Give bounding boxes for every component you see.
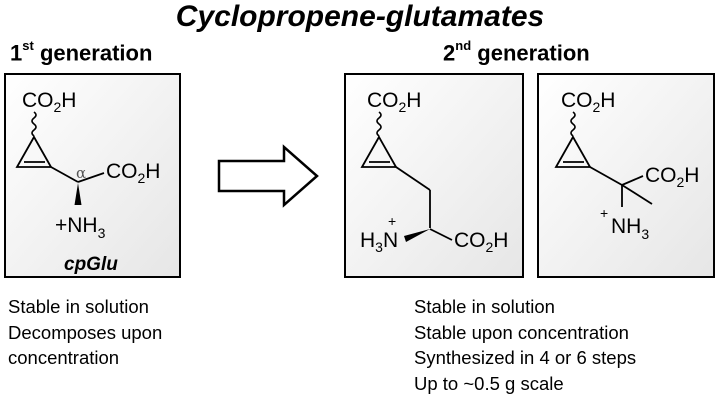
first-generation-notes: Stable in solution Decomposes upon conce… <box>8 294 162 371</box>
note-line: Stable upon concentration <box>414 321 629 343</box>
second-generation-ordinal: 2 <box>443 40 456 66</box>
wavy-bond <box>570 111 576 137</box>
wavy-bond <box>31 111 37 137</box>
second-generation-box-a <box>344 73 524 278</box>
second-generation-heading: 2nd generation <box>443 38 590 66</box>
co2h-group: CO2H <box>22 89 76 115</box>
plus-charge: + <box>600 205 608 221</box>
note-line: Synthesized in 4 or 6 steps <box>414 347 637 368</box>
cpglu-structure: CO2H α CO2H +NH3 cpGlu <box>15 89 160 275</box>
wedge-bond <box>74 183 82 205</box>
bond <box>77 172 105 183</box>
bond <box>395 166 431 191</box>
co2h-group: CO2H <box>367 89 421 115</box>
bond <box>429 228 453 241</box>
first-generation-ordinal-suffix: st <box>22 38 34 53</box>
methyl-analogue-structure: CO2H CO2H + NH3 <box>554 89 699 242</box>
bond <box>589 166 623 186</box>
first-generation-label: generation <box>39 40 153 66</box>
right-arrow-icon <box>217 144 319 208</box>
note-line: Up to ~0.5 g scale <box>414 372 564 394</box>
homologue-structure: CO2H CO2H + H3N <box>360 89 508 255</box>
note-line: concentration <box>8 347 120 368</box>
first-generation-heading: 1st generation <box>10 38 153 66</box>
second-generation-notes: Stable in solution Stable upon concentra… <box>414 294 636 396</box>
cyclopropene-ring <box>360 135 398 168</box>
note-line: Decomposes upon <box>8 321 163 343</box>
co2h-group: CO2H <box>454 229 508 255</box>
methyl-bond <box>621 184 653 205</box>
first-generation-ordinal: 1 <box>10 40 23 66</box>
h3n-group: H3N <box>360 229 398 255</box>
bond <box>50 166 79 183</box>
first-generation-box <box>4 73 181 278</box>
nh3-group: +NH3 <box>55 214 106 241</box>
wavy-bond <box>376 111 382 137</box>
page-title: Cyclopropene-glutamates <box>175 0 545 33</box>
co2h-group: CO2H <box>106 160 160 186</box>
alpha-label: α <box>76 164 86 182</box>
second-generation-ordinal-suffix: nd <box>455 38 472 53</box>
note-line: Stable in solution <box>8 296 149 317</box>
compound-name: cpGlu <box>64 254 118 275</box>
co2h-group: CO2H <box>561 89 615 115</box>
nh3-group: NH3 <box>611 215 649 242</box>
note-line: Stable in solution <box>414 296 555 317</box>
second-generation-box-b <box>537 73 715 278</box>
cyclopropene-ring <box>554 135 592 168</box>
second-generation-label: generation <box>477 40 590 66</box>
bond <box>621 175 644 186</box>
co2h-group: CO2H <box>645 164 699 190</box>
wedge-bond <box>404 229 430 242</box>
plus-charge: + <box>388 213 396 229</box>
cyclopropene-ring <box>15 135 53 168</box>
